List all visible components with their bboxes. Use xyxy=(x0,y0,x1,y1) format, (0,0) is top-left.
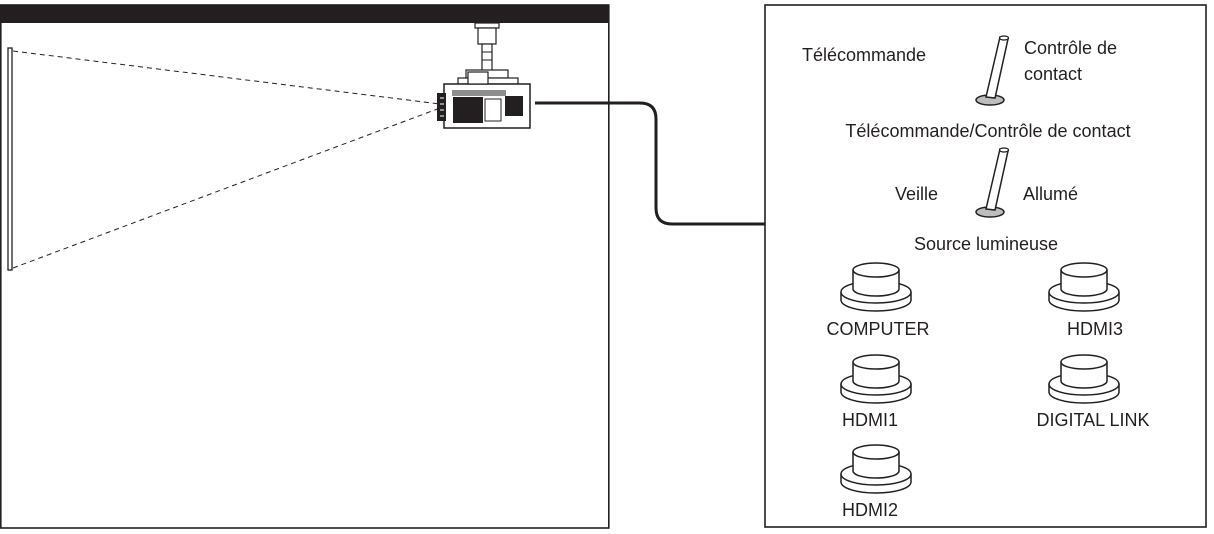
input-button-computer[interactable]: COMPUTER xyxy=(827,262,930,339)
power-right-label: Allumé xyxy=(1023,184,1078,204)
input-label-digital-link: DIGITAL LINK xyxy=(1036,410,1149,430)
input-button-hdmi1[interactable]: HDMI1 xyxy=(840,354,912,430)
projection-ray-top xyxy=(12,50,441,105)
mode-left-label: Télécommande xyxy=(802,45,926,65)
input-label-computer: COMPUTER xyxy=(827,319,930,339)
room xyxy=(0,4,610,529)
input-label-hdmi2: HDMI2 xyxy=(842,500,898,520)
input-button-hdmi2[interactable]: HDMI2 xyxy=(840,444,912,520)
projector xyxy=(437,71,531,129)
projection-ray-bottom xyxy=(12,107,441,269)
mode-switch-caption: Télécommande/Contrôle de contact xyxy=(845,121,1130,141)
input-buttons: COMPUTER HDMI3 HDMI1 DIGITAL LINK HDMI2 xyxy=(827,262,1150,520)
switch-panel: Télécommande Contrôle de contact Télécom… xyxy=(764,4,1207,528)
power-switch[interactable]: Veille Allumé Source lumineuse xyxy=(895,147,1078,254)
ceiling xyxy=(0,5,609,23)
control-cable xyxy=(535,101,765,226)
input-button-digital-link[interactable]: DIGITAL LINK xyxy=(1036,354,1150,430)
mode-right-label-line2: contact xyxy=(1024,64,1082,84)
mode-switch[interactable]: Télécommande Contrôle de contact Télécom… xyxy=(802,35,1131,141)
room-outline xyxy=(0,4,610,529)
power-left-label: Veille xyxy=(895,184,938,204)
power-switch-caption: Source lumineuse xyxy=(914,234,1058,254)
input-label-hdmi1: HDMI1 xyxy=(842,410,898,430)
input-button-hdmi3[interactable]: HDMI3 xyxy=(1048,262,1123,339)
mode-right-label-line1: Contrôle de xyxy=(1024,38,1117,58)
switch-panel-border xyxy=(764,4,1207,528)
screen xyxy=(7,47,13,271)
input-label-hdmi3: HDMI3 xyxy=(1067,319,1123,339)
